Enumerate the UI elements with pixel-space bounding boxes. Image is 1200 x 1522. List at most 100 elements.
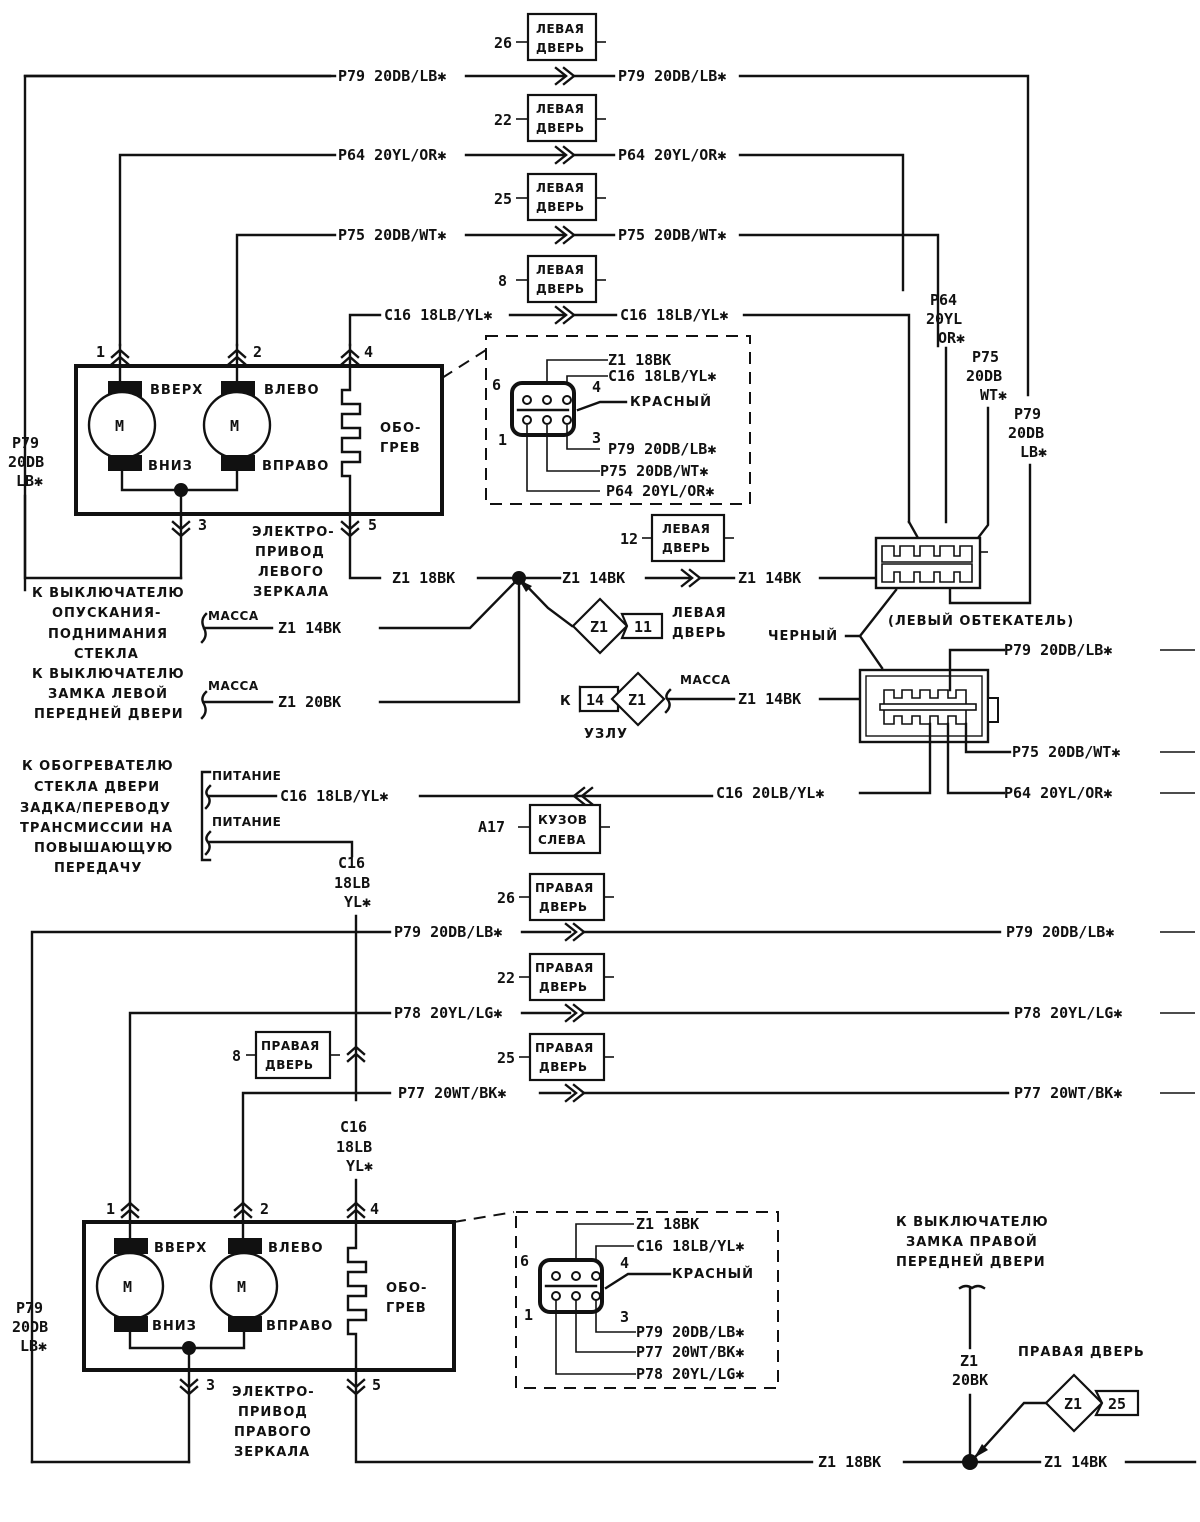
component-caption: ЗЕРКАЛА	[253, 585, 329, 600]
connector-pin: 25	[494, 190, 512, 208]
tag-line: ДВЕРЬ	[662, 541, 710, 555]
vertical-wire-label: LB✱	[20, 1337, 47, 1355]
splice-label: Z1	[628, 691, 646, 709]
direction-label: ВВЕРХ	[150, 383, 203, 398]
pin-number: 2	[260, 1200, 269, 1218]
motor-letter: M	[115, 417, 124, 435]
wire-label: Z1 18BK	[392, 569, 455, 587]
tag-line: ДВЕРЬ	[536, 200, 584, 214]
pin-connector-icon	[171, 520, 191, 538]
connector-pin: 8	[232, 1047, 241, 1065]
wire-label: P64 20YL/OR✱	[1004, 784, 1112, 802]
component-caption: ПРИВОД	[238, 1405, 308, 1420]
pin-connector-icon	[346, 1045, 366, 1063]
pin-number: 5	[372, 1376, 381, 1394]
wire-label: P75 20DB/WT✱	[618, 226, 726, 244]
pin-number: 1	[524, 1306, 533, 1324]
pin-number: 3	[620, 1308, 629, 1326]
right-door-tag	[528, 1032, 606, 1082]
destination-label: ПЕРЕДАЧУ	[54, 861, 142, 876]
wire-label: P78 20YL/LG✱	[394, 1004, 502, 1022]
wire-label: C16 18LB/YL✱	[608, 367, 716, 385]
vertical-wire-label: 20DB	[1008, 424, 1044, 442]
destination-label: ПОДНИМАНИЯ	[48, 627, 168, 642]
connector-color-label: КРАСНЫЙ	[630, 394, 712, 410]
wire-label: P64 20YL/OR✱	[618, 146, 726, 164]
wire-label: P79 20DB/LB✱	[1004, 641, 1112, 659]
destination-label: ПЕРЕДНЕЙ ДВЕРИ	[896, 1254, 1046, 1270]
vertical-wire-label: YL✱	[346, 1157, 373, 1175]
break-symbol-icon	[664, 688, 672, 714]
pin-number: 4	[592, 378, 601, 396]
connector-pin: 26	[494, 34, 512, 52]
vertical-wire-label: 20DB	[8, 453, 44, 471]
vertical-wire-label: Z1	[960, 1352, 978, 1370]
heater-label: ГРЕВ	[380, 441, 421, 456]
tag-line: ЛЕВАЯ	[536, 102, 584, 116]
motor-letter: M	[230, 417, 239, 435]
pin-number: 3	[198, 516, 207, 534]
direction-label: ВЛЕВО	[268, 1241, 324, 1256]
vertical-wire-label: 18LB	[336, 1138, 372, 1156]
wire-label: P78 20YL/LG✱	[636, 1365, 744, 1383]
splice-node-label: УЗЛУ	[584, 727, 628, 742]
component-caption: ПРИВОД	[255, 545, 325, 560]
tag-line: ДВЕРЬ	[536, 282, 584, 296]
wire-label: P79 20DB/LB✱	[394, 923, 502, 941]
pin-number: 4	[620, 1254, 629, 1272]
destination-label: ЗАМКА ПРАВОЙ	[906, 1234, 1038, 1250]
wire-label: P77 20WT/BK✱	[398, 1084, 506, 1102]
motor-letter: M	[123, 1278, 132, 1296]
vertical-wire-label: OR✱	[938, 329, 965, 347]
destination-label: ПОВЫШАЮЩУЮ	[34, 841, 173, 856]
wire-label: Z1 20BK	[278, 693, 341, 711]
splice-prefix: К	[560, 694, 572, 709]
connector-pin: 8	[498, 272, 507, 290]
vertical-wire-label: P79	[12, 434, 39, 452]
splice-diamond-icon	[610, 671, 666, 727]
wire-label: P79 20DB/LB✱	[636, 1323, 744, 1341]
left-door-tag	[526, 172, 598, 222]
vertical-wire-label: 20YL	[926, 310, 962, 328]
vertical-wire-label: 18LB	[334, 874, 370, 892]
connector-pin: 25	[497, 1049, 515, 1067]
splice-door-label: ЛЕВАЯ	[672, 606, 727, 621]
splice-door-label: ДВЕРЬ	[672, 626, 727, 641]
wire-label: P79 20DB/LB✱	[608, 440, 716, 458]
top-door-connectors: 26 ЛЕВАЯ ДВЕРЬ 22 ЛЕВАЯ ДВЕРЬ 25 ЛЕВАЯ Д…	[494, 12, 606, 304]
left-door-tag	[526, 12, 598, 62]
connector-pin: A17	[478, 818, 505, 836]
vertical-wire-label: C16	[340, 1118, 367, 1136]
tag-line: ДВЕРЬ	[536, 121, 584, 135]
vertical-wire-label: P79	[16, 1299, 43, 1317]
inline-connector-icon	[572, 786, 594, 806]
component-caption: ЛЕВОГО	[258, 565, 324, 580]
left-mirror-connector-detail: Z1 18BK C16 18LB/YL✱ P79 20DB/LB✱ P75 20…	[441, 335, 751, 505]
break-symbol-icon	[200, 690, 208, 720]
direction-label: ВПРАВО	[262, 459, 329, 474]
ground-label: МАССА	[208, 679, 259, 693]
pin-number: 3	[206, 1376, 215, 1394]
tag-line: ЛЕВАЯ	[662, 522, 710, 536]
tag-line: ПРАВАЯ	[261, 1039, 320, 1053]
component-caption: ЭЛЕКТРО-	[232, 1385, 315, 1400]
pin-number: 5	[368, 516, 377, 534]
pin-number: 4	[364, 343, 373, 361]
vertical-wire-label: LB✱	[1020, 443, 1047, 461]
wire-label: P77 20WT/BK✱	[636, 1343, 744, 1361]
connector-pin: 12	[620, 530, 638, 548]
wire-label: C16 18LB/YL✱	[384, 306, 492, 324]
right-mirror-connector-detail: Z1 18BK C16 18LB/YL✱ P79 20DB/LB✱ P77 20…	[453, 1211, 779, 1389]
splice-label: Z1	[1064, 1395, 1082, 1413]
left-door-tag	[526, 93, 598, 143]
bracket	[200, 770, 212, 862]
vertical-wire-label: 20DB	[12, 1318, 48, 1336]
wire-label: Z1 14BK	[738, 690, 801, 708]
connector-color-label: ЧЕРНЫЙ	[768, 628, 838, 644]
pin-number: 1	[96, 343, 105, 361]
destination-label: К ВЫКЛЮЧАТЕЛЮ	[32, 667, 185, 682]
splice-number: 25	[1108, 1395, 1126, 1413]
connector-color-label: КРАСНЫЙ	[672, 1266, 754, 1282]
wire-label: C16 20LB/YL✱	[716, 784, 824, 802]
top-wires: P79 20DB/LB✱ P79 20DB/LB✱ P64 20YL/OR✱ P…	[8, 66, 1047, 605]
